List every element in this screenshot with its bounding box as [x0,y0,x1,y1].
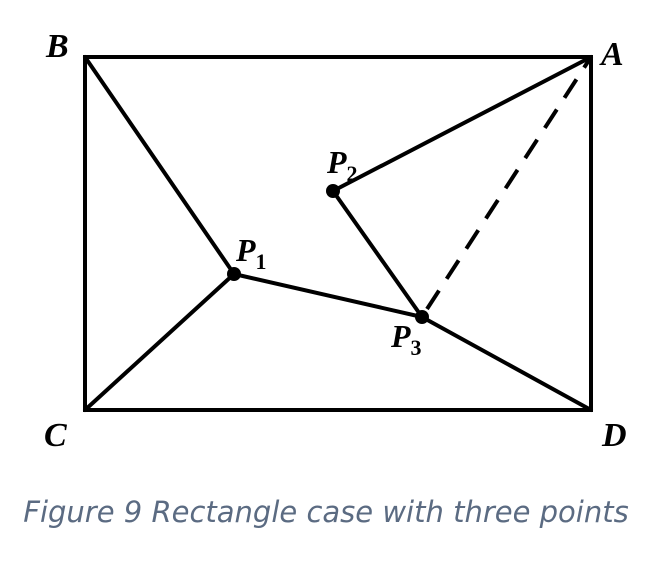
edge-b-p1 [83,55,236,276]
edge-p1-p3 [232,272,424,319]
point-p1-dot [227,267,241,281]
edge-p2-p3 [331,189,424,319]
vertex-label-a: A [599,36,624,73]
edge-p2-a [331,55,593,193]
vertex-label-c: C [44,417,67,454]
point-label-p3: P3 [390,318,422,360]
point-label-p2-subscript: 2 [347,161,358,186]
point-label-p1-letter: P [235,232,256,268]
point-label-p2: P2 [326,144,358,186]
point-label-p3-letter: P [390,318,411,354]
point-label-p1-subscript: 1 [256,249,267,274]
point-label-p1: P1 [235,232,267,274]
point-label-p3-subscript: 3 [411,335,422,360]
point-label-p2-letter: P [326,144,347,180]
point-p3-dot [415,310,429,324]
edge-p3-a-dashed [425,55,593,311]
rectangle-outline [83,55,593,412]
edge-c-p1 [83,272,236,412]
figure-caption: Figure 9 Rectangle case with three point… [23,495,628,529]
edge-p3-d [420,315,593,412]
vertex-label-b: B [45,28,69,65]
point-p2-dot [326,184,340,198]
vertex-label-d: D [601,417,627,454]
